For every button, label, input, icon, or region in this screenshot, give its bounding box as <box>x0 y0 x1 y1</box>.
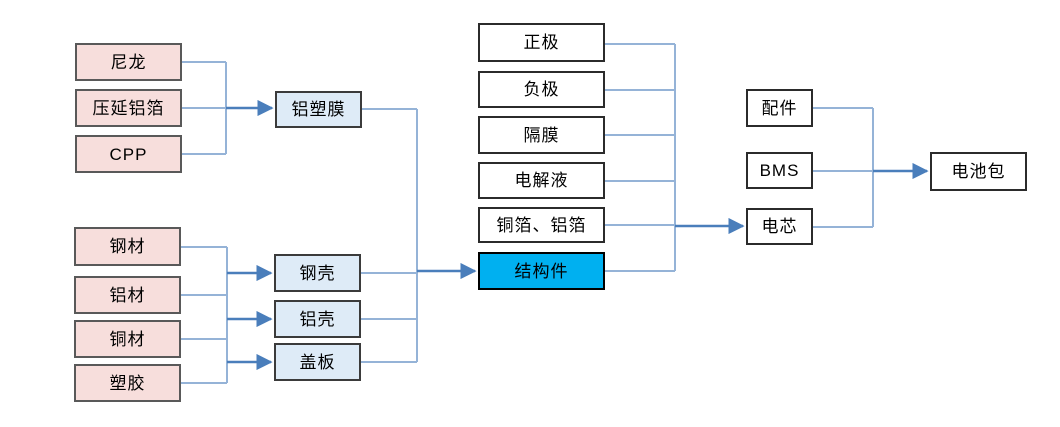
node-aluminum-shell: 铝壳 <box>274 300 361 338</box>
node-steel: 钢材 <box>74 227 181 266</box>
node-anode: 负极 <box>478 71 605 108</box>
node-cpp: CPP <box>75 135 182 173</box>
node-accessories: 配件 <box>746 89 813 127</box>
node-cover-plate: 盖板 <box>274 343 361 381</box>
bus-lines <box>181 43 874 384</box>
node-plastic: 塑胶 <box>74 364 181 402</box>
node-electrolyte: 电解液 <box>478 162 605 199</box>
node-bms: BMS <box>746 152 813 189</box>
node-rolled-aluminum-foil: 压延铝箔 <box>75 89 182 127</box>
node-structural-parts: 结构件 <box>478 252 605 290</box>
node-copper-aluminum-foil: 铜箔、铝箔 <box>478 207 605 243</box>
node-copper: 铜材 <box>74 320 181 358</box>
node-separator: 隔膜 <box>478 116 605 154</box>
node-cathode: 正极 <box>478 23 605 62</box>
arrow-lines <box>226 99 929 371</box>
node-steel-shell: 钢壳 <box>274 254 361 292</box>
node-cell: 电芯 <box>746 208 813 245</box>
node-aluminum-plastic-film: 铝塑膜 <box>275 91 362 128</box>
node-nylon: 尼龙 <box>75 43 182 81</box>
node-battery-pack: 电池包 <box>930 152 1027 191</box>
node-aluminum: 铝材 <box>74 276 181 314</box>
